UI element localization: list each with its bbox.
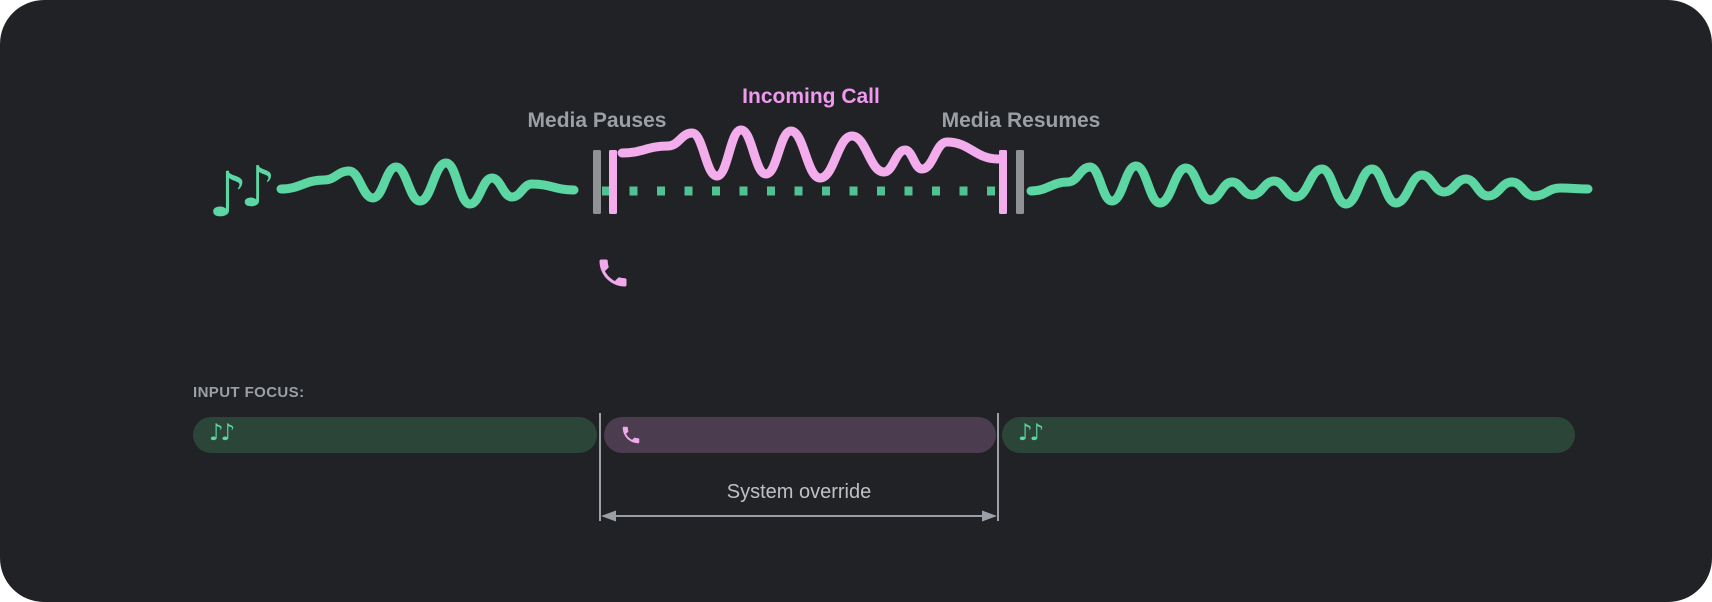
media-resume-marker-gray-bar <box>1016 150 1024 214</box>
music-notes-icon: ♪ ♪ <box>208 155 276 231</box>
audio-timeline-diagram: ♪ ♪ <box>208 125 1593 287</box>
override-right-boundary-line <box>997 413 999 521</box>
media-pause-marker-gray-bar <box>593 150 601 214</box>
media-waveform-before <box>276 158 579 209</box>
music-note-glyph-2: ♪ <box>240 155 276 220</box>
phone-icon <box>599 259 627 287</box>
system-override-span-arrow <box>601 510 997 522</box>
focus-segment-call <box>604 417 996 453</box>
focus-segment-media-after: ♪♪ <box>1002 417 1575 453</box>
system-override-label: System override <box>726 481 872 503</box>
arrow-head-left <box>601 510 616 522</box>
music-note-glyph-1: ♪ <box>208 158 248 231</box>
focus-segment-media-before: ♪♪ <box>193 417 597 453</box>
phone-icon <box>622 426 640 444</box>
call-end-marker-pink-bar <box>999 150 1007 214</box>
arrow-head-right <box>982 510 997 522</box>
music-notes-icon: ♪♪ <box>209 419 235 446</box>
override-left-boundary-line <box>599 413 601 521</box>
media-resumes-label: Media Resumes <box>941 109 1101 132</box>
call-waveform <box>617 125 1003 183</box>
media-waveform-after <box>1026 161 1593 209</box>
music-notes-icon: ♪♪ <box>1018 419 1044 446</box>
incoming-call-label: Incoming Call <box>742 85 880 108</box>
call-start-marker-pink-bar <box>609 150 617 214</box>
input-focus-heading: INPUT FOCUS: <box>193 384 305 401</box>
media-pauses-label: Media Pauses <box>527 109 667 132</box>
